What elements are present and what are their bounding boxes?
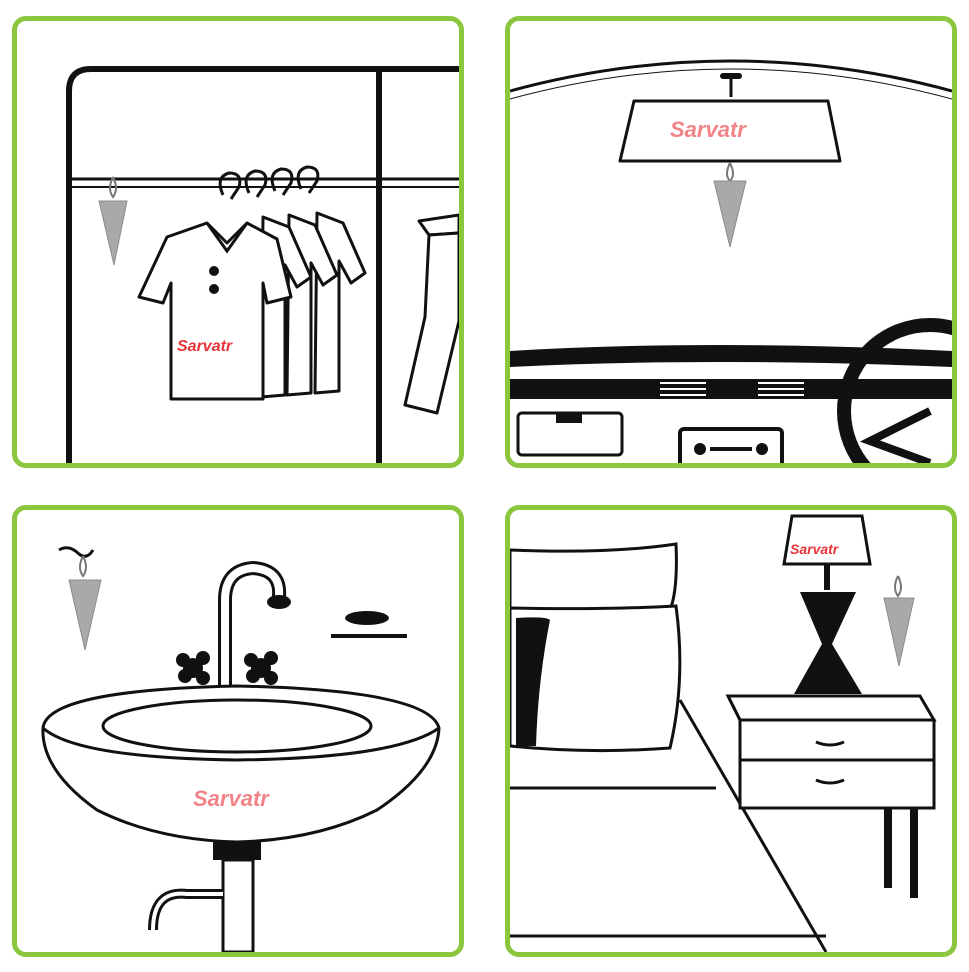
bedroom-illustration: Sarvatr	[510, 514, 937, 952]
faucet-icon	[176, 560, 291, 695]
table-lamp-icon: Sarvatr	[782, 514, 872, 694]
freshener-icon	[713, 162, 747, 248]
bedside-drawer-icon	[725, 694, 937, 898]
wardrobe-illustration: Sarvatr	[66, 66, 459, 463]
svg-text:Sarvatr: Sarvatr	[193, 786, 270, 811]
bedroom-panel: Sarvatr	[505, 505, 957, 957]
wash-basin-icon: Sarvatr	[41, 684, 441, 952]
brand-wordmark: Sarvatr	[177, 338, 233, 355]
shirt-icon: Sarvatr	[137, 221, 293, 401]
hanger-icon	[218, 165, 320, 200]
svg-text:Sarvatr: Sarvatr	[790, 541, 840, 557]
svg-text:Sarvatr: Sarvatr	[670, 117, 747, 142]
rear-mirror-icon: Sarvatr	[618, 73, 842, 163]
car-illustration: Sarvatr	[510, 59, 952, 463]
freshener-icon	[58, 546, 102, 651]
bathroom-panel: Sarvatr	[12, 505, 464, 957]
freshener-icon	[883, 575, 915, 667]
freshener-icon	[98, 176, 128, 266]
bathroom-illustration: Sarvatr	[41, 546, 441, 952]
wardrobe-panel: Sarvatr	[12, 16, 464, 468]
car-panel: Sarvatr	[505, 16, 957, 468]
steering-wheel-icon	[837, 318, 952, 463]
